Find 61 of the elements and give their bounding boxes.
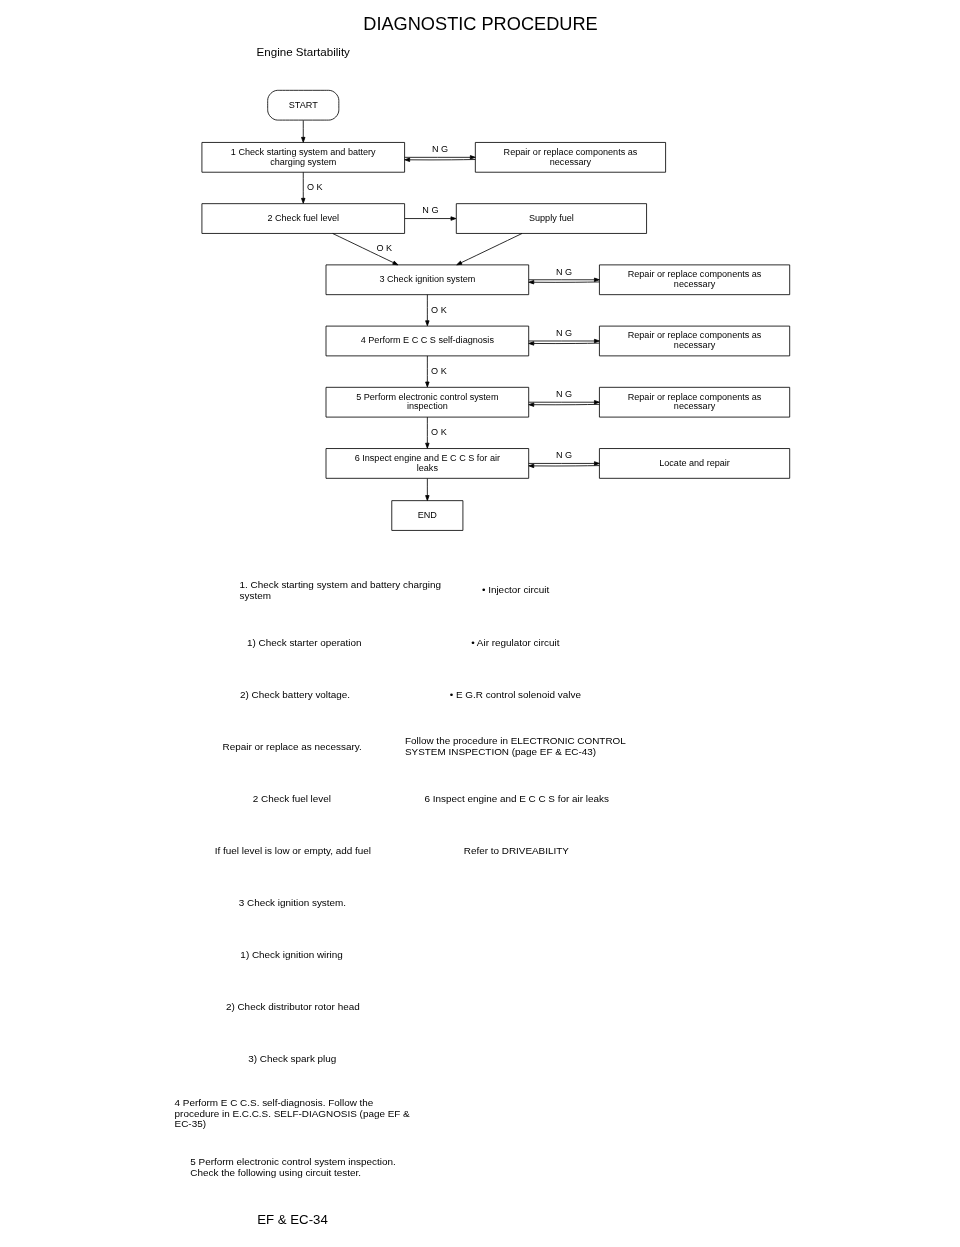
edge-label: N G	[431, 144, 448, 155]
node-box: 3 Check ignition system	[325, 264, 529, 296]
label: 1. Check starting system and battery charging system	[239, 579, 441, 601]
node-box: Supply fuel	[455, 203, 647, 234]
arrow	[424, 355, 429, 388]
node-box: 6 Inspect engine and E C C S for air leaks	[325, 448, 529, 479]
label: 2) Check distributor rotor head	[225, 1001, 360, 1013]
edge-label: N G	[421, 205, 439, 216]
node-box: Repair or replace components as necessary	[598, 264, 790, 296]
arrow	[300, 119, 305, 143]
label: 3 Check ignition system.	[238, 897, 346, 909]
label: Refer to DRIVEABILITY	[463, 844, 569, 856]
label: 2) Check battery voltage.	[239, 688, 350, 700]
edge-label: N G	[555, 327, 572, 338]
edge-label: O K	[376, 243, 392, 254]
edge-label: N G	[555, 389, 572, 400]
label: 1) Check ignition wiring	[239, 949, 343, 961]
node-box: END	[390, 500, 463, 531]
label: 5 Perform electronic control system inspection. Check the following using circuit tester.	[189, 1156, 396, 1179]
arrow	[527, 463, 600, 469]
node-box: Repair or replace components as necessary	[474, 142, 666, 173]
edge-label: O K	[306, 182, 323, 193]
label: 6 Inspect engine and E C C S for air leaks	[423, 792, 609, 804]
node-box: Repair or replace components as necessary	[598, 325, 790, 357]
node-box: Repair or replace components as necessary	[598, 386, 790, 418]
arrow	[455, 233, 522, 266]
label: Follow the procedure in ELECTRONIC CONTROL SYSTEM INSPECTION (page EF & EC-43)	[404, 735, 626, 758]
diagram-title: DIAGNOSTIC PROCEDURE	[362, 13, 598, 34]
edge-label: N G	[555, 450, 572, 461]
arrow	[424, 416, 429, 449]
arrow	[300, 171, 305, 204]
label: • Air regulator circuit	[470, 636, 559, 648]
label: • E G.R control solenoid valve	[449, 688, 581, 700]
arrow	[527, 461, 600, 466]
label: Repair or replace as necessary.	[222, 740, 362, 752]
edge-label: O K	[430, 304, 447, 315]
node-box: 4 Perform E C C S self-diagnosis	[325, 325, 529, 357]
arrow	[527, 341, 600, 346]
edge-label: O K	[430, 427, 447, 438]
arrow	[424, 478, 429, 501]
edge-label: N G	[555, 266, 572, 277]
label: 4 Perform E C C.S. self-diagnosis. Follow the procedure in E.C.C.S. SELF-DIAGNOSIS (page EF & EC-35)	[174, 1096, 410, 1130]
edge-label: O K	[430, 365, 447, 376]
arrow	[527, 338, 600, 344]
arrow	[404, 216, 456, 221]
label: • Injector circuit	[481, 584, 549, 596]
node-box: 1 Check starting system and battery charging system	[201, 142, 405, 173]
label: 3) Check spark plug	[247, 1053, 336, 1065]
arrow	[331, 233, 398, 266]
arrow	[527, 277, 600, 282]
arrow	[527, 280, 600, 285]
label: If fuel level is low or empty, add fuel	[214, 844, 371, 856]
node-box: Locate and repair	[598, 448, 790, 479]
label: 1) Check starter operation	[246, 636, 362, 648]
node-box: 5 Perform electronic control system inspection	[325, 386, 529, 418]
label: 2 Check fuel level	[252, 792, 331, 804]
node-box: 2 Check fuel level	[201, 203, 405, 234]
node-box: START	[266, 89, 339, 121]
arrow	[424, 294, 429, 327]
label: EF & EC-34	[256, 1211, 328, 1227]
label: Engine Startability	[256, 46, 350, 59]
